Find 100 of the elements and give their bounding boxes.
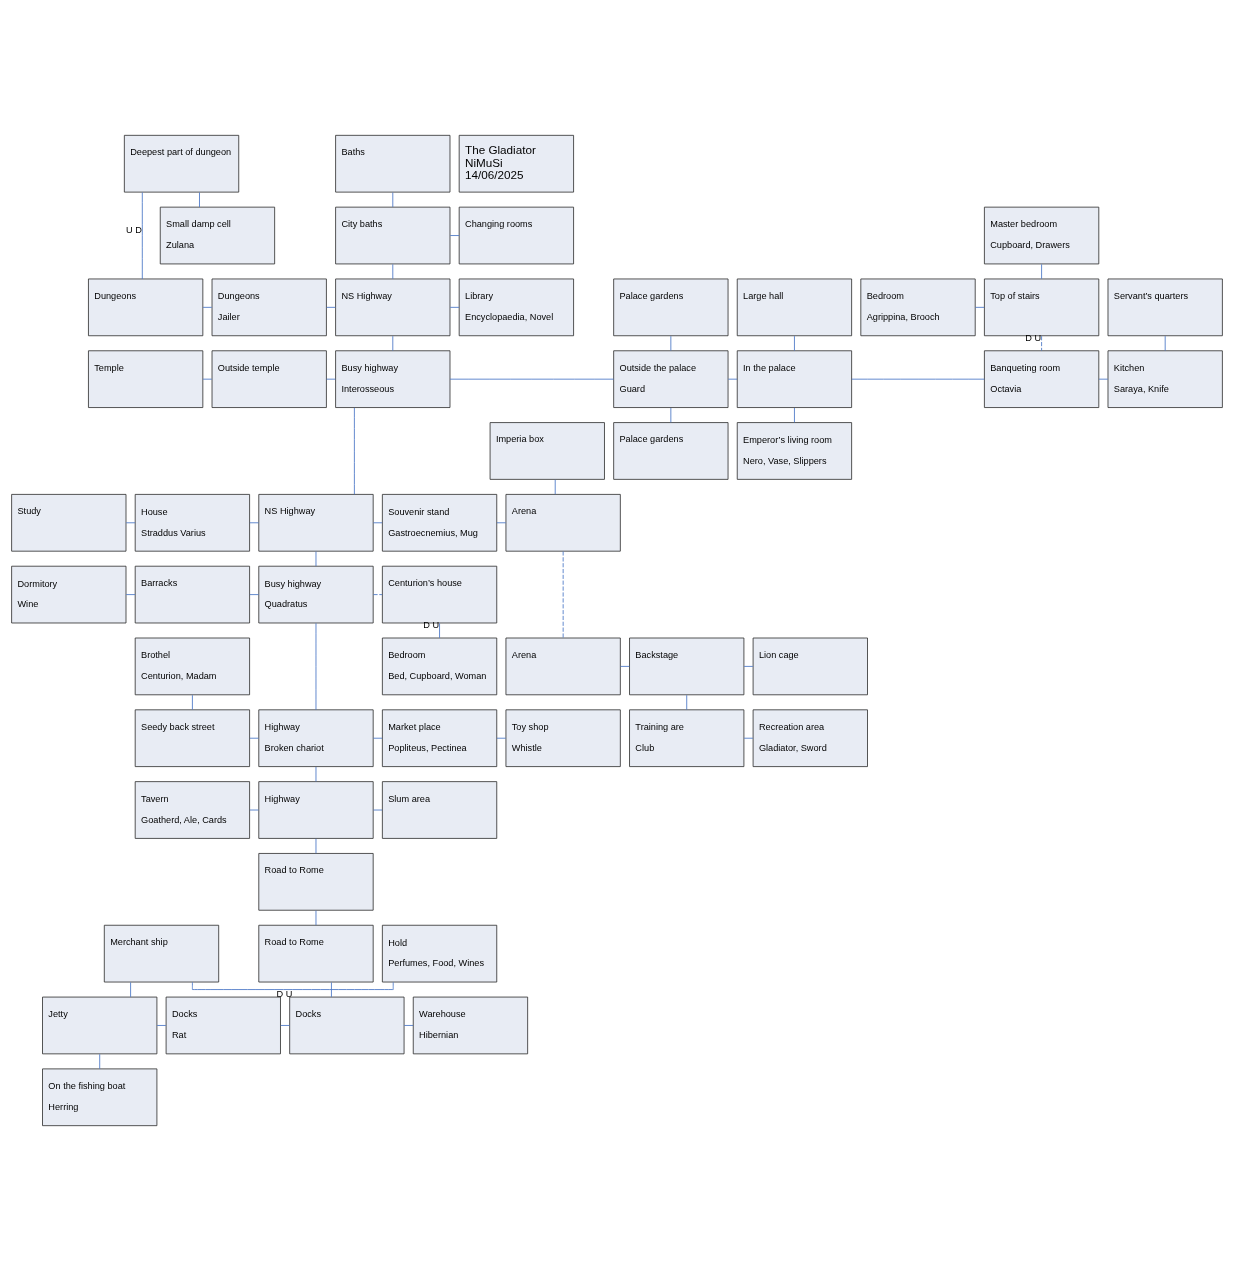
node-box: Outside the palace Guard <box>613 350 729 408</box>
node-box: Merchant ship <box>103 924 220 983</box>
connector <box>315 551 317 567</box>
connector <box>496 522 507 524</box>
node-box: Barracks <box>134 565 250 624</box>
node-box: Souvenir stand Gastroecnemius, Mug <box>381 493 498 552</box>
connector <box>373 522 383 524</box>
connector <box>130 982 132 998</box>
node-box: Road to Rome <box>258 924 374 983</box>
node-box: The Gladiator NiMuSi 14/06/2025 <box>458 134 574 193</box>
node-box: Brothel Centurion, Madam <box>134 637 250 696</box>
connector <box>373 737 383 739</box>
node-box: Small damp cell Zulana <box>159 206 276 265</box>
connector <box>125 522 136 524</box>
node-box: Outside temple <box>211 350 327 408</box>
node-box: Highway Broken chariot <box>258 709 374 768</box>
node-box: Busy highway Quadratus <box>258 565 374 624</box>
node-box: Palace gardens <box>613 278 729 337</box>
node-box: Warehouse Hibernian <box>412 996 529 1055</box>
connector <box>192 981 394 990</box>
connector <box>99 1053 101 1070</box>
node-box: Temple <box>88 350 204 408</box>
node-box: Bedroom Bed, Cupboard, Woman <box>381 637 498 696</box>
node-box: Servant’s quarters <box>1107 278 1223 337</box>
node-box: NS Highway <box>258 493 374 552</box>
connector <box>373 594 383 595</box>
node-box: Jetty <box>42 996 158 1055</box>
connector <box>202 306 213 308</box>
node-box: Seedy back street <box>134 709 250 768</box>
connector <box>554 479 556 495</box>
edge-label: U D <box>126 225 142 236</box>
connector <box>280 1025 290 1026</box>
node-box: Study <box>11 493 127 552</box>
connector <box>975 306 985 308</box>
node-box: Road to Rome <box>258 853 374 911</box>
connector <box>686 694 688 711</box>
connector <box>449 306 460 308</box>
connector <box>156 1025 167 1026</box>
node-box: Large hall <box>736 278 853 337</box>
node-box: In the palace <box>736 350 853 408</box>
connector <box>794 407 795 423</box>
node-box: Market place Popliteus, Pectinea <box>381 709 498 768</box>
node-box: NS Highway <box>335 278 451 337</box>
node-box: Toy shop Whistle <box>505 709 621 768</box>
edge-label: D U <box>276 988 293 999</box>
connector <box>249 737 259 739</box>
node-box: Emperor’s living room Nero, Vase, Slippers <box>736 422 853 480</box>
node-box: Banqueting room Octavia <box>984 350 1100 408</box>
connector <box>794 335 795 352</box>
connector <box>1041 263 1042 280</box>
node-box: Highway <box>258 781 374 839</box>
connector <box>141 192 143 280</box>
node-box: City baths <box>335 206 451 265</box>
connector <box>353 407 355 495</box>
node-box: Arena <box>505 493 621 552</box>
connector <box>670 335 672 352</box>
connector <box>449 235 460 236</box>
connector <box>727 378 738 380</box>
connector <box>562 551 564 639</box>
connector <box>249 594 259 595</box>
connector <box>449 378 615 380</box>
node-box: Master bedroom Cupboard, Drawers <box>984 206 1100 265</box>
node-box: Baths <box>335 134 451 193</box>
connector <box>392 192 394 208</box>
connector <box>315 838 317 854</box>
connector <box>331 982 332 998</box>
connector <box>326 306 336 308</box>
connector <box>403 1025 414 1026</box>
connector <box>1041 335 1042 352</box>
connector <box>743 666 754 667</box>
node-box: Library Encyclopaedia, Novel <box>458 278 574 337</box>
connector <box>496 737 507 739</box>
connector <box>851 378 985 380</box>
connector <box>743 737 754 739</box>
connector <box>249 809 259 811</box>
connector <box>1164 335 1166 352</box>
connector <box>192 694 193 711</box>
connector <box>202 378 213 380</box>
node-box: Recreation area Gladiator, Sword <box>752 709 868 768</box>
connector <box>670 407 672 423</box>
node-box: Dormitory Wine <box>11 565 127 624</box>
node-box: Bedroom Agrippina, Brooch <box>860 278 976 337</box>
node-box: Deepest part of dungeon <box>123 134 240 193</box>
node-box: Tavern Goatherd, Ale, Cards <box>134 781 250 839</box>
connector <box>125 594 136 595</box>
connector <box>315 910 317 926</box>
connector <box>326 378 336 380</box>
node-box: House Straddus Varius <box>134 493 250 552</box>
node-box: Training are Club <box>629 709 745 768</box>
node-box: Lion cage <box>752 637 868 696</box>
node-box: Slum area <box>381 781 498 839</box>
connector <box>315 622 317 711</box>
connector <box>249 522 259 524</box>
connector <box>199 192 200 208</box>
node-box: Imperia box <box>489 422 605 480</box>
node-box: Arena <box>505 637 621 696</box>
node-box: On the fishing boat Herring <box>42 1068 158 1127</box>
node-box: Backstage <box>629 637 745 696</box>
node-box: Dungeons <box>88 278 204 337</box>
connector <box>620 666 630 667</box>
